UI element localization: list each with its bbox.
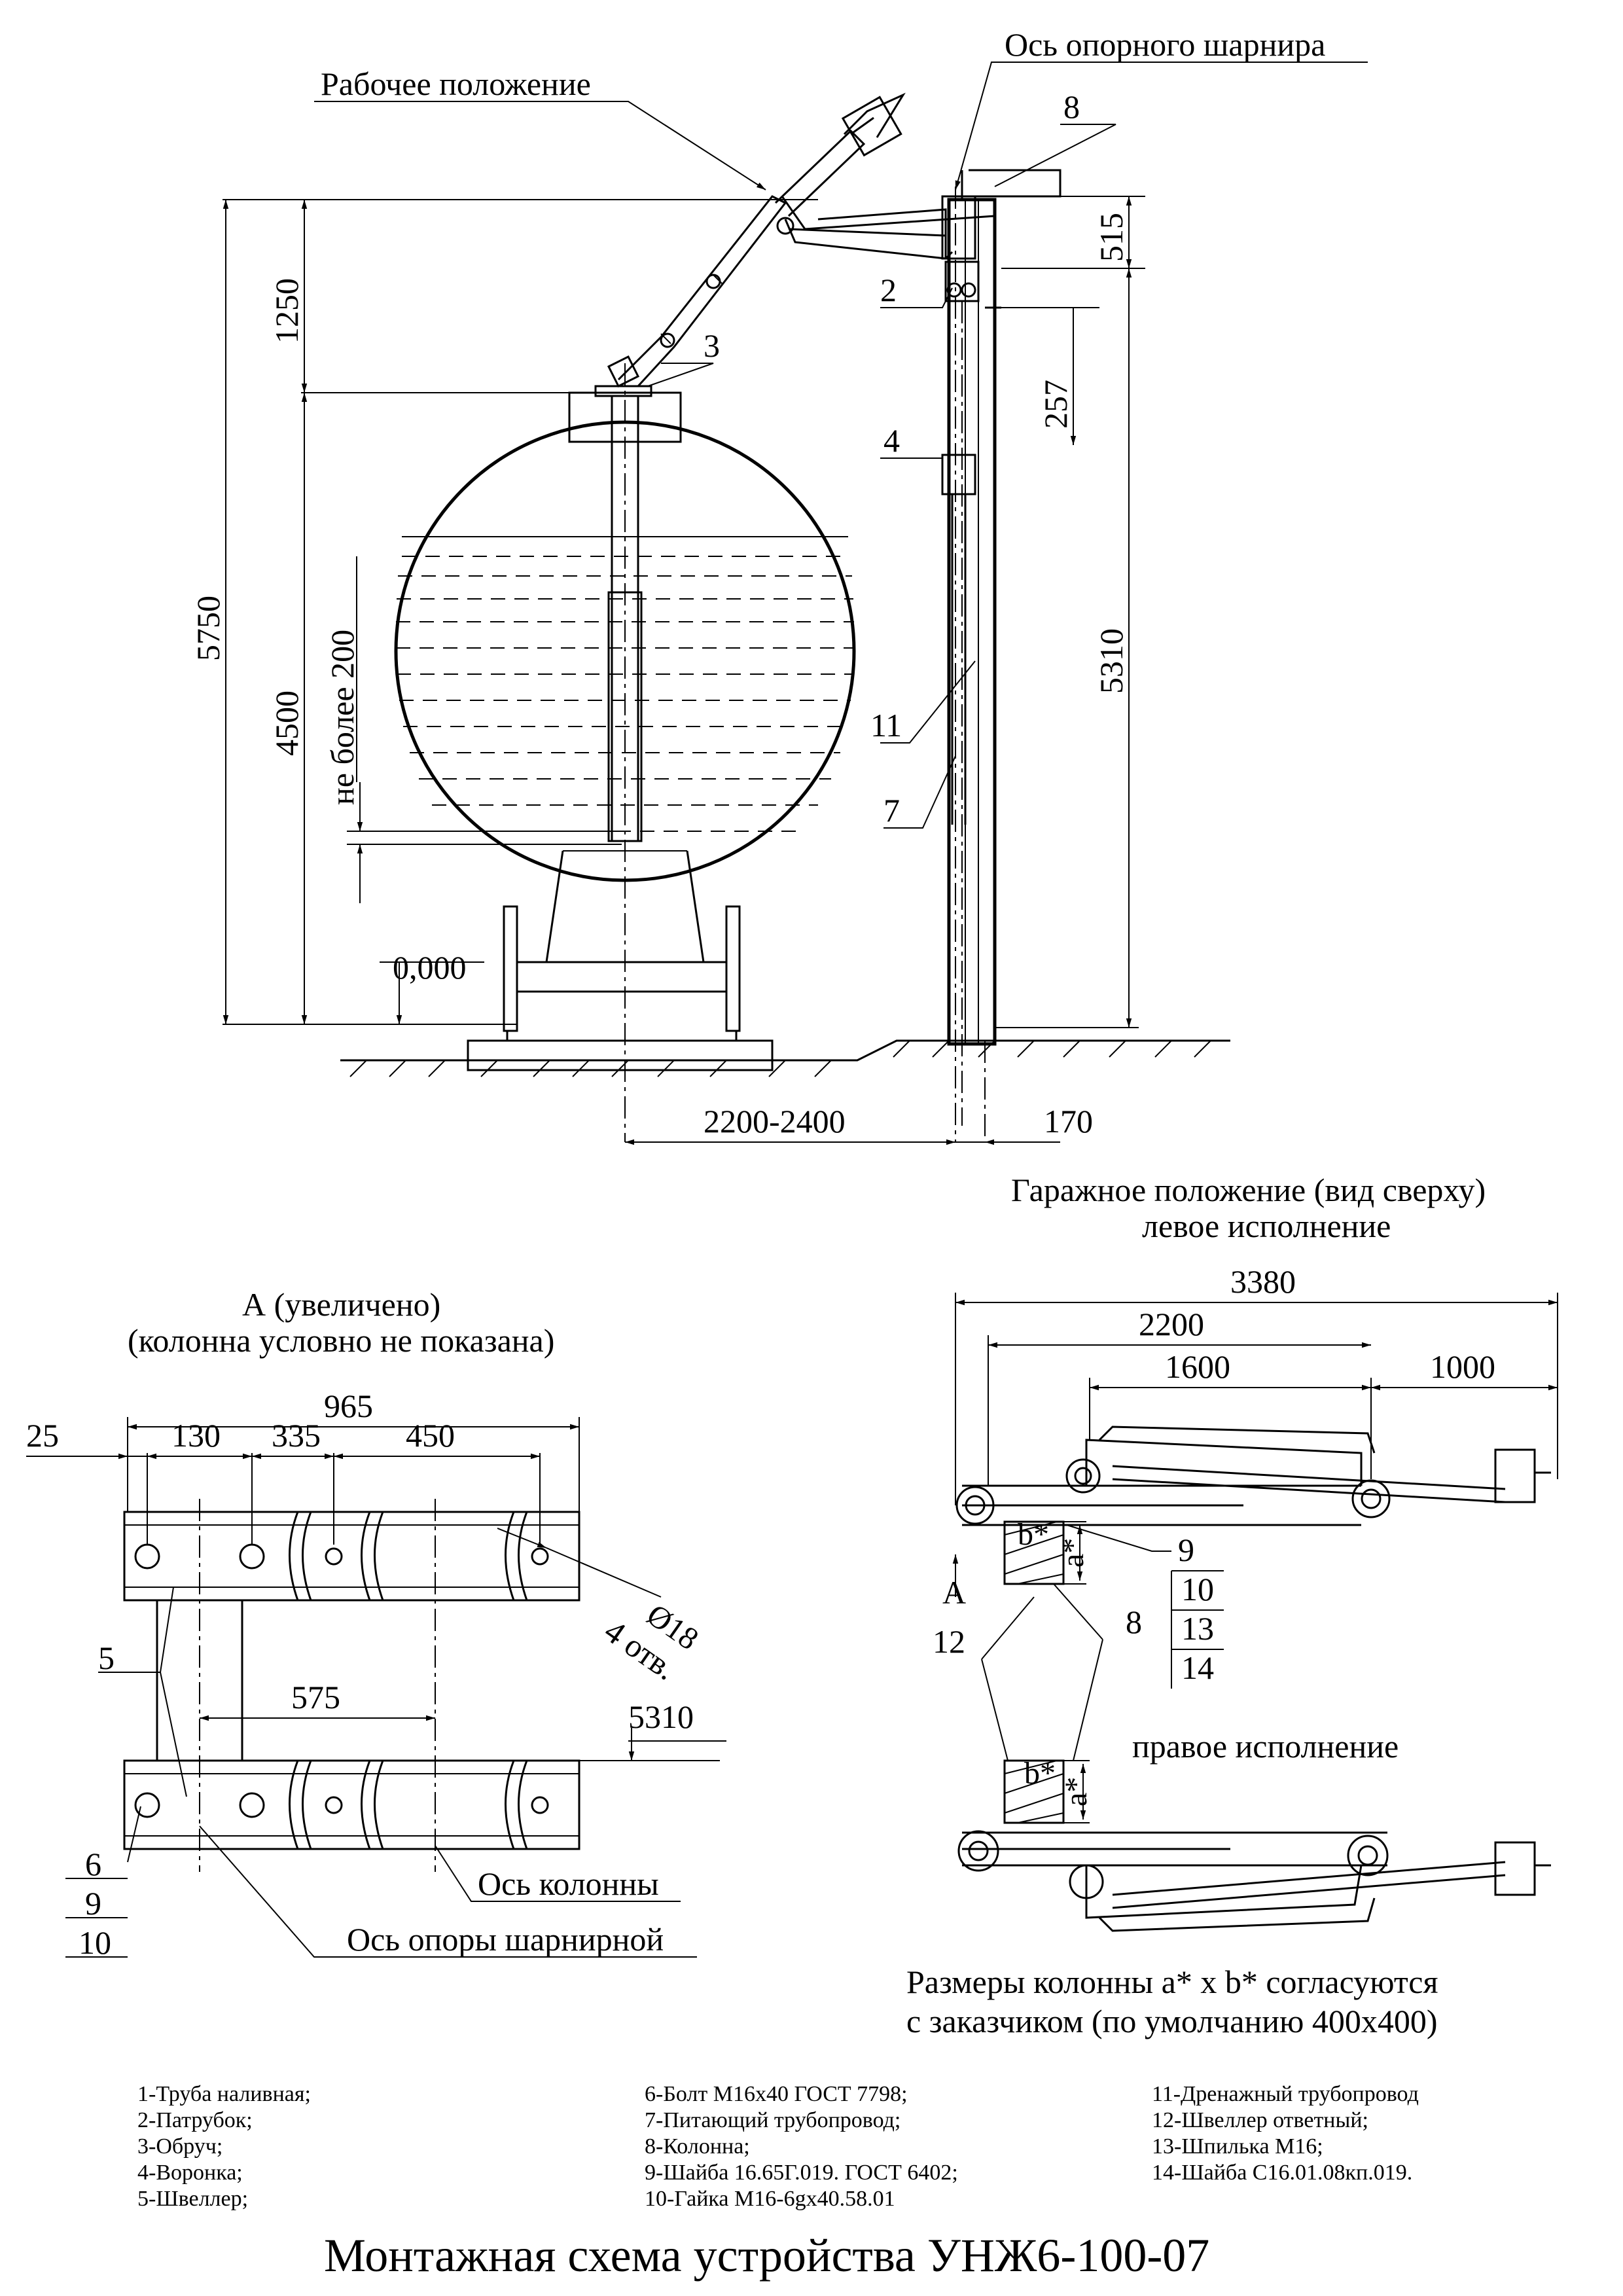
arm-left-version <box>955 1426 1551 1585</box>
garage-texts: 3380 2200 1600 1000 А b* a* b* a* 9 10 1… <box>906 1263 1495 2039</box>
callout-7: 7 <box>883 792 900 829</box>
dim-170: 170 <box>1044 1103 1093 1139</box>
foundation-slab <box>467 1039 774 1071</box>
elevation-view: Рабочее положение Ось опорного шарнира 5… <box>190 26 1368 1145</box>
a-star-left: a* <box>1056 1538 1090 1568</box>
loading-arm <box>607 92 995 388</box>
note-line-1: Размеры колонны a* x b* согласуются <box>906 1964 1438 2000</box>
dim-257: 257 <box>1037 380 1074 429</box>
legend-item: 13-Шпилька М16; <box>1152 2134 1323 2159</box>
channel-bottom <box>123 1759 580 1850</box>
dim-575: 575 <box>291 1679 340 1715</box>
dim-5310: 5310 <box>1093 628 1130 694</box>
legend-item: 10-Гайка М16-6gх40.58.01 <box>645 2187 895 2211</box>
callout-8: 8 <box>1063 88 1080 125</box>
callout-6: 6 <box>85 1846 101 1882</box>
view-a-texts: 965 25 130 335 450 575 5310 Ø18 4 отв. 5… <box>26 1388 705 1961</box>
dim-2200-2400: 2200-2400 <box>704 1103 846 1139</box>
drawing-title: Монтажная схема устройства УНЖ6-100-07 <box>324 2229 1209 2282</box>
legend-item: 9-Шайба 16.65Г.019. ГОСТ 6402; <box>645 2161 958 2185</box>
legend-item: 8-Колонна; <box>645 2134 750 2159</box>
garage-title: Гаражное положение (вид сверху) <box>1011 1172 1486 1208</box>
dim-130: 130 <box>171 1417 221 1454</box>
dimensions-garage <box>952 1293 1558 1823</box>
view-a-title: А (увеличено) <box>242 1286 440 1323</box>
legend-item: 5-Швеллер; <box>137 2187 248 2211</box>
callout-g12: 12 <box>933 1623 965 1660</box>
legend-item: 14-Шайба С16.01.08кп.019. <box>1152 2161 1412 2185</box>
callout-10: 10 <box>79 1924 111 1961</box>
legend-item: 3-Обруч; <box>137 2134 223 2159</box>
dim-2200: 2200 <box>1139 1306 1204 1342</box>
dimensions-view-a <box>26 1417 726 1958</box>
dim-1250: 1250 <box>268 278 305 344</box>
view-a-note: (колонна условно не показана) <box>128 1322 554 1359</box>
callout-2: 2 <box>880 272 897 308</box>
dim-4500: 4500 <box>268 691 305 756</box>
garage-view: Гаражное положение (вид сверху) левое ис… <box>906 1172 1558 2039</box>
working-position-label: Рабочее положение <box>321 65 591 102</box>
callout-g13: 13 <box>1181 1610 1214 1647</box>
note-line-2: с заказчиком (по умолчанию 400х400) <box>906 2003 1438 2039</box>
dim-5310-b: 5310 <box>628 1698 694 1735</box>
callout-g8: 8 <box>1126 1604 1142 1640</box>
legend-item: 11-Дренажный трубопровод <box>1152 2082 1419 2106</box>
column-axis-label: Ось колонны <box>478 1865 659 1902</box>
legend-item: 1-Труба наливная; <box>137 2082 311 2106</box>
callout-g14: 14 <box>1181 1649 1214 1686</box>
dim-450: 450 <box>406 1417 455 1454</box>
dimensions-elevation <box>223 62 1368 1145</box>
legend-item: 2-Патрубок; <box>137 2108 253 2132</box>
callout-11: 11 <box>870 707 902 744</box>
elevation-texts: Рабочее положение Ось опорного шарнира 5… <box>190 26 1325 1139</box>
view-a: А (увеличено) (колонна условно не показа… <box>26 1286 726 1961</box>
callout-4: 4 <box>883 422 900 459</box>
legend-item: 6-Болт М16х40 ГОСТ 7798; <box>645 2082 908 2106</box>
dim-515: 515 <box>1093 213 1130 262</box>
dim-1600: 1600 <box>1165 1348 1230 1385</box>
legend: 1-Труба наливная; 2-Патрубок; 3-Обруч; 4… <box>137 2082 1419 2211</box>
garage-right-label: правое исполнение <box>1132 1728 1399 1765</box>
b-star-left: b* <box>1018 1517 1049 1552</box>
dim-335: 335 <box>272 1417 321 1454</box>
garage-left-label: левое исполнение <box>1142 1208 1391 1244</box>
legend-item: 4-Воронка; <box>137 2161 243 2185</box>
b-star-right: b* <box>1024 1756 1056 1791</box>
callout-9: 9 <box>85 1885 101 1922</box>
dim-5750: 5750 <box>190 596 226 661</box>
arrow-a-label: А <box>942 1574 966 1611</box>
dim-3380: 3380 <box>1230 1263 1296 1300</box>
callout-5: 5 <box>98 1640 115 1676</box>
dim-965: 965 <box>324 1388 373 1424</box>
support-axis-label: Ось опоры шарнирной <box>347 1921 664 1958</box>
callout-g10: 10 <box>1181 1571 1214 1607</box>
hinge-axis-label: Ось опорного шарнира <box>1005 26 1325 63</box>
column <box>941 169 1061 1142</box>
channel-top <box>123 1511 580 1602</box>
legend-item: 7-Питающий трубопровод; <box>645 2108 901 2132</box>
dim-1000: 1000 <box>1430 1348 1495 1385</box>
column-section-right <box>1003 1759 1065 1824</box>
legend-item: 12-Швеллер ответный; <box>1152 2108 1368 2132</box>
callout-g9: 9 <box>1178 1532 1194 1568</box>
callout-3: 3 <box>704 327 720 364</box>
arm-right-version <box>957 1759 1551 1932</box>
a-star-right: a* <box>1059 1777 1094 1806</box>
tank-support <box>503 850 741 1041</box>
not-more-200-label: не более 200 <box>324 630 361 805</box>
dim-25: 25 <box>26 1417 59 1454</box>
zero-mark: 0,000 <box>393 949 467 986</box>
ground-hatch <box>349 1040 1211 1077</box>
